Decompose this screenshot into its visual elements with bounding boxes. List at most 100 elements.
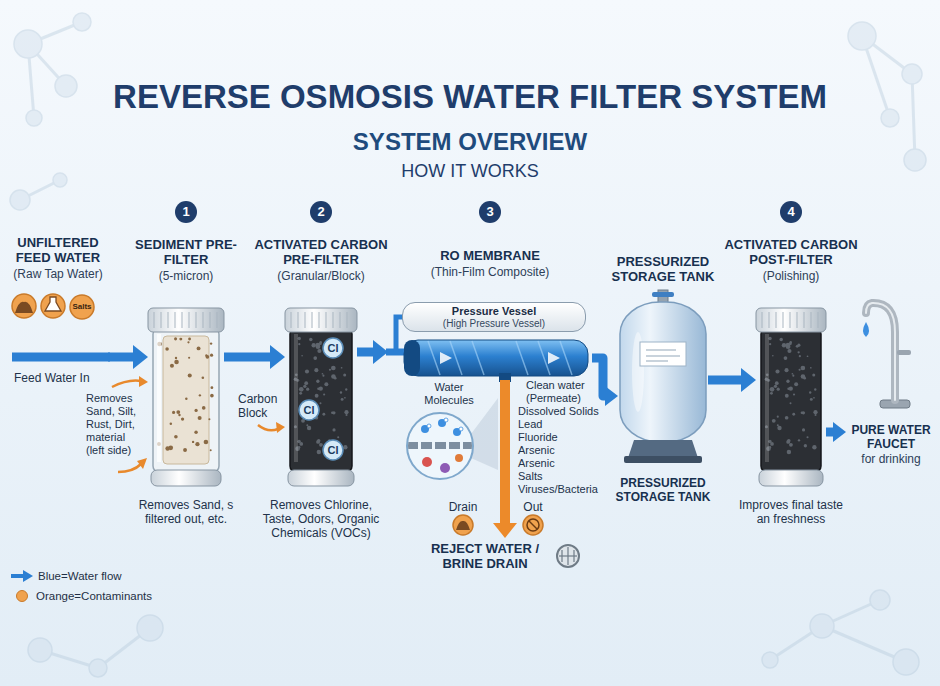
- heading-block: UNFILTERED FEED WATER(Raw Tap Water): [6, 235, 110, 282]
- carbon-postfilter-outline: [770, 392, 773, 395]
- contaminant-arrow: [118, 464, 141, 472]
- drain-note: Out: [518, 500, 548, 514]
- connector-line: [357, 348, 374, 357]
- legend-row: Blue=Water flow: [10, 566, 152, 586]
- connector-line: [500, 380, 510, 524]
- membrane-closeup: [422, 457, 432, 467]
- carbon-postfilter-outline: [772, 355, 774, 357]
- carbon-postfilter-outline: [797, 351, 799, 353]
- callout-number: 2: [310, 204, 332, 220]
- sediment-filter-outline: [202, 376, 205, 379]
- brine-drain: REJECT WATER / BRINE DRAIN: [420, 538, 550, 574]
- node-subheading: for drinking: [849, 452, 933, 467]
- carbon-postfilter-outline: [794, 382, 798, 386]
- membrane-closeup: [418, 442, 463, 449]
- node-subheading: (Polishing): [721, 269, 861, 284]
- membrane-closeup: [427, 424, 431, 428]
- storage-tank-outline: [628, 440, 698, 458]
- storage-tank-outline: [620, 302, 706, 442]
- node-subheading: (Granular/Block): [246, 269, 396, 284]
- ro-membrane-tube: [428, 341, 572, 375]
- carbon-postfilter: ACTIVATED CARBON POST-FILTER(Polishing): [756, 308, 826, 488]
- feed-water-pipe: [12, 353, 110, 362]
- carbon-postfilter-outline: [769, 446, 771, 448]
- carbon-postfilter-outline: [792, 375, 794, 377]
- legend-swatch: [16, 590, 28, 602]
- ro-membrane-tube: [440, 352, 452, 364]
- contaminant-item: Viruses/Bacteria: [518, 483, 610, 496]
- ro-membrane-tube: [404, 340, 420, 376]
- storage-tank: PRESSURIZED STORAGE TANK: [618, 290, 708, 470]
- carbon-prefilter-outline: [322, 375, 324, 377]
- sediment-filter-outline: [203, 312, 204, 328]
- ro-membrane-tube: [472, 341, 484, 375]
- carbon-prefilter-outline: [307, 426, 311, 430]
- connector-line: [108, 353, 134, 362]
- carbon-prefilter-outline: [291, 312, 292, 328]
- carbon-postfilter-outline: [786, 440, 790, 444]
- storage-tank-outline: [652, 292, 674, 297]
- sediment-filter-outline: [183, 448, 187, 452]
- carbon-prefilter-outline: [290, 328, 352, 472]
- permeate-arrow: [592, 358, 618, 406]
- contaminant-arrow: [139, 376, 148, 387]
- sediment-filter-outline: [202, 406, 206, 410]
- sediment-filter-outline: [151, 470, 221, 486]
- carbon-postfilter-outline: [799, 355, 801, 357]
- carbon-prefilter-outline: [345, 414, 347, 416]
- drain-icon: [529, 521, 537, 529]
- carbon-prefilter-outline: [332, 428, 335, 431]
- carbon-postfilter-outline: [775, 369, 779, 373]
- faucet-illustration: [863, 322, 869, 337]
- carbon-postfilter-outline: [777, 388, 780, 391]
- carbon-postfilter-outline: [759, 470, 823, 486]
- carbon-prefilter-outline: [288, 470, 354, 486]
- chemical-symbol: Cl: [323, 443, 343, 457]
- description-note: Improves final taste an freshness: [735, 498, 847, 526]
- contaminant-item: Lead: [518, 418, 610, 431]
- carbon-postfilter-outline: [777, 424, 779, 426]
- carbon-prefilter-outline: [331, 366, 336, 371]
- carbon-postfilter-outline: [801, 366, 806, 371]
- callout-note: Water Molecules: [414, 381, 484, 407]
- sediment-filter-outline: [163, 336, 209, 464]
- callout-number: 1: [175, 204, 197, 220]
- callout-badge: [479, 201, 501, 223]
- node-heading: ACTIVATED CARBON PRE-FILTER: [246, 237, 396, 267]
- storage-tank-outline: [646, 349, 676, 351]
- carbon-postfilter-outline: [793, 393, 795, 395]
- carbon-prefilter-outline: [305, 369, 309, 373]
- carbon-prefilter-outline: [323, 338, 343, 358]
- carbon-prefilter-outline: [313, 356, 317, 360]
- carbon-prefilter-outline: [322, 373, 324, 375]
- drain-icon: [453, 515, 473, 535]
- membrane-closeup: [427, 418, 463, 431]
- node-subheading: (5-micron): [130, 269, 242, 284]
- ro-membrane-tube: [560, 341, 572, 375]
- node-heading: Pressure Vessel: [452, 305, 536, 318]
- membrane-closeup: [418, 442, 421, 449]
- carbon-prefilter-outline: [341, 398, 344, 401]
- callout-number: 4: [780, 204, 802, 220]
- callout-note: Removes Sand, Silt, Rust, Dirt, material…: [86, 392, 146, 457]
- ro-membrane-tube: [404, 340, 588, 376]
- carbon-postfilter-outline: [807, 436, 809, 438]
- contaminant-icon: [12, 294, 36, 318]
- sediment-filter-outline: [195, 442, 199, 446]
- ro-membrane-tube: [428, 341, 440, 375]
- molecule-decoration: [893, 649, 919, 675]
- carbon-postfilter-outline: [811, 312, 812, 328]
- carbon-postfilter-outline: [804, 444, 807, 447]
- sediment-filter-outline: [170, 422, 172, 424]
- heading-block: SEDIMENT PRE-FILTER(5-micron): [130, 237, 242, 284]
- heading-block: PRESSURIZED STORAGE TANK: [609, 254, 717, 284]
- node-subheading: (High Pressure Vessel): [443, 318, 545, 330]
- sediment-filter-outline: [188, 338, 191, 341]
- contaminant-item: Salts: [518, 470, 610, 483]
- carbon-postfilter-outline: [792, 373, 794, 375]
- carbon-postfilter-outline: [784, 356, 788, 360]
- contaminant-icon: [15, 302, 33, 313]
- carbon-postfilter-outline: [790, 312, 791, 328]
- carbon-postfilter-outline: [807, 355, 809, 357]
